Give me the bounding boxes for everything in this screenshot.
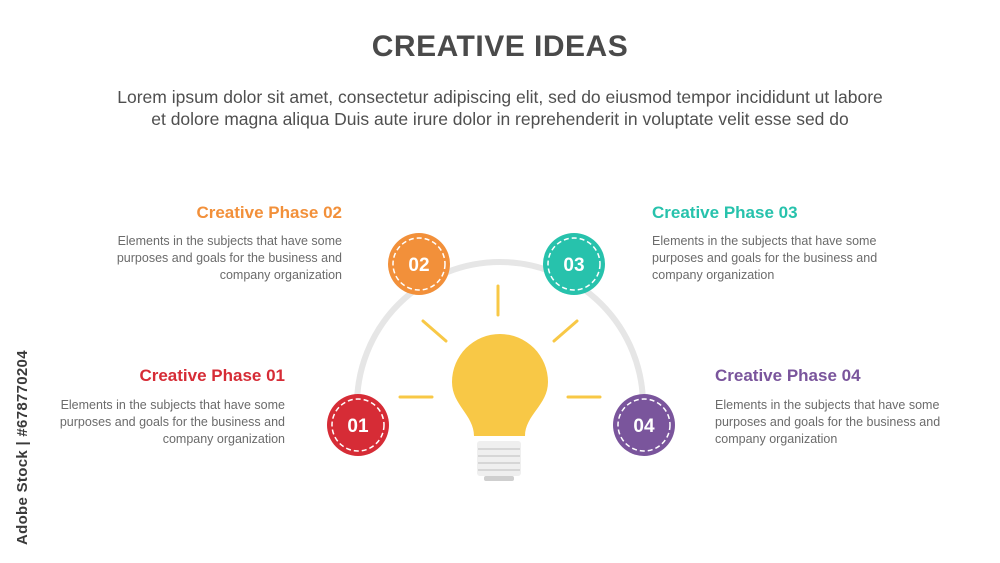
badge-circle-03 xyxy=(543,233,605,295)
badge-number-02: 02 xyxy=(408,255,429,276)
phase-04-desc-line-1: Elements in the subjects that have some xyxy=(715,398,940,412)
page-title: CREATIVE IDEAS xyxy=(371,30,629,63)
badge-circle-01 xyxy=(327,394,389,456)
phase-03-desc-line-2: purposes and goals for the business and xyxy=(652,251,878,265)
arc-track xyxy=(354,259,646,406)
phase-04-description: Elements in the subjects that have some … xyxy=(715,397,975,448)
phase-badge-02: 02 xyxy=(388,233,450,295)
ray-upper-left xyxy=(421,319,448,343)
subtitle: Lorem ipsum dolor sit amet, consectetur … xyxy=(40,86,960,130)
phase-badge-03: 03 xyxy=(543,233,605,295)
phase-02-title: Creative Phase 02 xyxy=(196,203,342,222)
phase-03-description: Elements in the subjects that have some … xyxy=(652,233,912,284)
badge-circle-04 xyxy=(613,394,675,456)
phase-02-desc-line-3: company organization xyxy=(219,268,342,282)
phase-04-title: Creative Phase 04 xyxy=(715,366,861,385)
phase-02-desc-line-1: Elements in the subjects that have some xyxy=(117,234,342,248)
phase-badge-01: 01 xyxy=(327,394,389,456)
phase-01-title: Creative Phase 01 xyxy=(139,366,285,385)
badge-number-04: 04 xyxy=(633,416,655,437)
bulb-tip xyxy=(484,476,514,481)
subtitle-line-2: et dolore magna aliqua Duis aute irure d… xyxy=(151,109,849,129)
phase-01-desc-line-1: Elements in the subjects that have some xyxy=(60,398,285,412)
ray-upper-right xyxy=(552,319,579,343)
phase-03-desc-line-3: company organization xyxy=(652,268,775,282)
badge-circle-02 xyxy=(388,233,450,295)
light-rays xyxy=(398,284,602,399)
phase-03-desc-line-1: Elements in the subjects that have some xyxy=(652,234,877,248)
phase-badge-04: 04 xyxy=(613,394,675,456)
stock-watermark: Adobe Stock | #678770204 xyxy=(14,350,31,545)
phase-01-desc-line-2: purposes and goals for the business and xyxy=(59,415,285,429)
phase-02-desc-line-2: purposes and goals for the business and xyxy=(116,251,342,265)
badge-number-03: 03 xyxy=(563,255,584,276)
phase-01-description: Elements in the subjects that have some … xyxy=(25,397,285,448)
phase-04-desc-line-3: company organization xyxy=(715,432,838,446)
phase-04-desc-line-2: purposes and goals for the business and xyxy=(715,415,941,429)
phase-03-title: Creative Phase 03 xyxy=(652,203,798,222)
subtitle-line-1: Lorem ipsum dolor sit amet, consectetur … xyxy=(117,87,883,107)
phase-02-description: Elements in the subjects that have some … xyxy=(82,233,342,284)
phase-01-desc-line-3: company organization xyxy=(162,432,285,446)
badge-number-01: 01 xyxy=(347,416,369,437)
lightbulb-icon xyxy=(452,334,548,481)
bulb-glass xyxy=(452,334,548,436)
